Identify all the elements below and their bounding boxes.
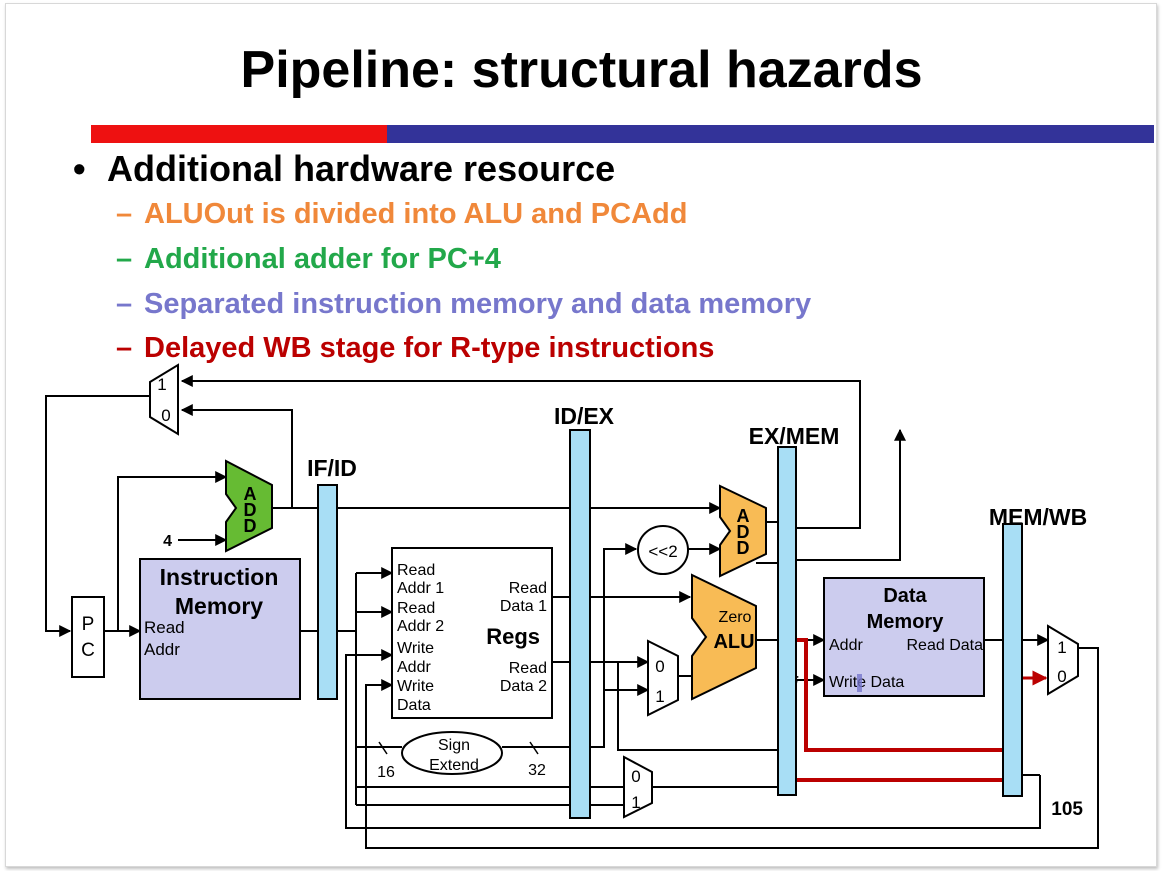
svg-text:Addr: Addr bbox=[397, 659, 431, 676]
svg-text:Addr 2: Addr 2 bbox=[397, 618, 444, 635]
slide-title: Pipeline: structural hazards bbox=[240, 41, 923, 99]
svg-text:Write: Write bbox=[397, 640, 434, 657]
page-number: 105 bbox=[1051, 799, 1083, 820]
svg-text:A: A bbox=[244, 484, 257, 504]
dash-icon: – bbox=[116, 243, 133, 275]
pc-source-mux: 1 0 bbox=[149, 363, 179, 436]
svg-text:D: D bbox=[244, 516, 257, 536]
svg-text:A: A bbox=[737, 506, 750, 526]
sub-bullet-text: Delayed WB stage for R-type instructions bbox=[144, 332, 715, 364]
svg-text:Read: Read bbox=[144, 618, 185, 637]
sign-extend: Sign Extend 16 32 bbox=[377, 731, 546, 781]
shift-left-two: <<2 bbox=[637, 525, 689, 575]
svg-text:Addr: Addr bbox=[144, 640, 180, 659]
svg-text:0: 0 bbox=[1057, 667, 1066, 686]
id-ex-register: ID/EX bbox=[554, 403, 615, 819]
svg-text:0: 0 bbox=[631, 767, 640, 786]
instruction-memory: Instruction Memory Read Addr bbox=[139, 558, 301, 700]
svg-text:1: 1 bbox=[157, 375, 166, 394]
dash-icon: – bbox=[116, 332, 133, 364]
register-file: Read Addr 1 Read Addr 2 Write Addr Write… bbox=[391, 547, 553, 719]
svg-text:ALU: ALU bbox=[713, 631, 754, 653]
svg-text:IF/ID: IF/ID bbox=[307, 455, 357, 481]
wires bbox=[45, 375, 1099, 849]
svg-text:ID/EX: ID/EX bbox=[554, 403, 615, 429]
branch-adder: A D D bbox=[719, 484, 767, 578]
svg-text:0: 0 bbox=[655, 657, 664, 676]
svg-text:1: 1 bbox=[1057, 638, 1066, 657]
svg-text:EX/MEM: EX/MEM bbox=[749, 423, 840, 449]
svg-text:C: C bbox=[81, 640, 95, 661]
sub-bullet-text: Additional adder for PC+4 bbox=[144, 243, 501, 275]
svg-text:Addr 1: Addr 1 bbox=[397, 580, 444, 597]
dash-icon: – bbox=[116, 198, 133, 230]
svg-text:0: 0 bbox=[161, 406, 170, 425]
main-bullet-text: Additional hardware resource bbox=[107, 148, 616, 189]
svg-text:Read: Read bbox=[509, 580, 547, 597]
svg-text:Sign: Sign bbox=[438, 737, 470, 754]
alu: Zero ALU bbox=[691, 573, 757, 701]
sub-bullet-adder: –Additional adder for PC+4 bbox=[116, 243, 501, 276]
title-underline-red bbox=[91, 125, 387, 143]
svg-text:Read: Read bbox=[397, 562, 435, 579]
svg-text:16: 16 bbox=[377, 764, 395, 781]
alu-src-mux: 0 1 bbox=[647, 639, 679, 717]
svg-text:Addr: Addr bbox=[829, 637, 863, 654]
sub-bullet-alu: –ALUOut is divided into ALU and PCAdd bbox=[116, 198, 687, 231]
data-memory: Data Memory Addr Read Data Write Data bbox=[823, 577, 985, 697]
svg-text:Extend: Extend bbox=[429, 757, 479, 774]
svg-text:Instruction: Instruction bbox=[160, 564, 279, 590]
dash-icon: – bbox=[116, 288, 133, 320]
sub-bullet-wb: –Delayed WB stage for R-type instruction… bbox=[116, 332, 714, 365]
sub-bullet-text: Separated instruction memory and data me… bbox=[144, 288, 812, 320]
pc-add-adder: A D D bbox=[225, 459, 273, 553]
svg-text:Read: Read bbox=[397, 600, 435, 617]
mem-wb-register: MEM/WB bbox=[989, 504, 1087, 797]
svg-text:Data: Data bbox=[883, 585, 927, 607]
pc-register: P C bbox=[71, 596, 105, 678]
svg-text:P: P bbox=[82, 614, 95, 635]
svg-text:MEM/WB: MEM/WB bbox=[989, 504, 1087, 530]
if-id-register: IF/ID bbox=[307, 455, 357, 700]
svg-text:D: D bbox=[737, 522, 750, 542]
svg-text:Data 1: Data 1 bbox=[500, 598, 547, 615]
main-bullet: • Additional hardware resource bbox=[73, 148, 615, 190]
svg-text:Write Data: Write Data bbox=[829, 674, 904, 691]
delayed-wb-path bbox=[796, 638, 1048, 782]
svg-text:Zero: Zero bbox=[719, 609, 752, 626]
svg-text:Memory: Memory bbox=[175, 593, 263, 619]
svg-text:32: 32 bbox=[528, 762, 546, 779]
svg-text:Data: Data bbox=[397, 697, 431, 714]
svg-text:D: D bbox=[737, 538, 750, 558]
svg-text:1: 1 bbox=[631, 793, 640, 812]
title-underline-blue bbox=[387, 125, 1154, 143]
reg-dst-mux: 0 1 bbox=[623, 755, 653, 819]
mem-to-reg-mux: 1 0 bbox=[1047, 624, 1079, 696]
svg-text:Write: Write bbox=[397, 678, 434, 695]
sub-bullet-memory: –Separated instruction memory and data m… bbox=[116, 288, 811, 321]
svg-text:<<2: <<2 bbox=[648, 542, 677, 561]
svg-text:Memory: Memory bbox=[867, 611, 945, 633]
svg-text:1: 1 bbox=[655, 687, 664, 706]
svg-text:Read Data: Read Data bbox=[907, 637, 984, 654]
constant-four: 4 bbox=[163, 533, 172, 550]
svg-text:Read: Read bbox=[509, 660, 547, 677]
ex-mem-register: EX/MEM bbox=[749, 423, 840, 796]
sub-bullet-text: ALUOut is divided into ALU and PCAdd bbox=[144, 198, 688, 230]
bullet-dot-icon: • bbox=[73, 148, 86, 189]
svg-text:Regs: Regs bbox=[486, 624, 540, 649]
svg-text:Data 2: Data 2 bbox=[500, 678, 547, 695]
svg-text:D: D bbox=[244, 500, 257, 520]
